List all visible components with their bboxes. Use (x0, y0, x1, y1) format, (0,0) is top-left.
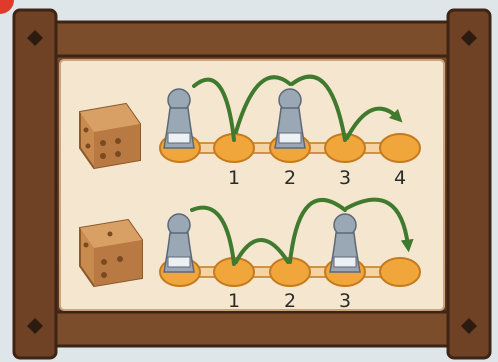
step-label: 3 (339, 290, 351, 312)
pawn-icon (275, 89, 305, 148)
track-space (380, 134, 420, 162)
track-space (380, 258, 420, 286)
pawn-icon (164, 89, 194, 148)
die-icon (80, 220, 142, 286)
die-icon (80, 104, 140, 168)
step-label: 1 (228, 290, 240, 312)
step-label: 4 (394, 167, 406, 189)
step-label: 2 (284, 290, 296, 312)
pawn-icon (330, 214, 360, 272)
step-label: 3 (339, 167, 351, 189)
step-label: 1 (228, 167, 240, 189)
corner-badge (0, 0, 14, 14)
step-label: 2 (284, 167, 296, 189)
pawn-icon (164, 214, 194, 272)
